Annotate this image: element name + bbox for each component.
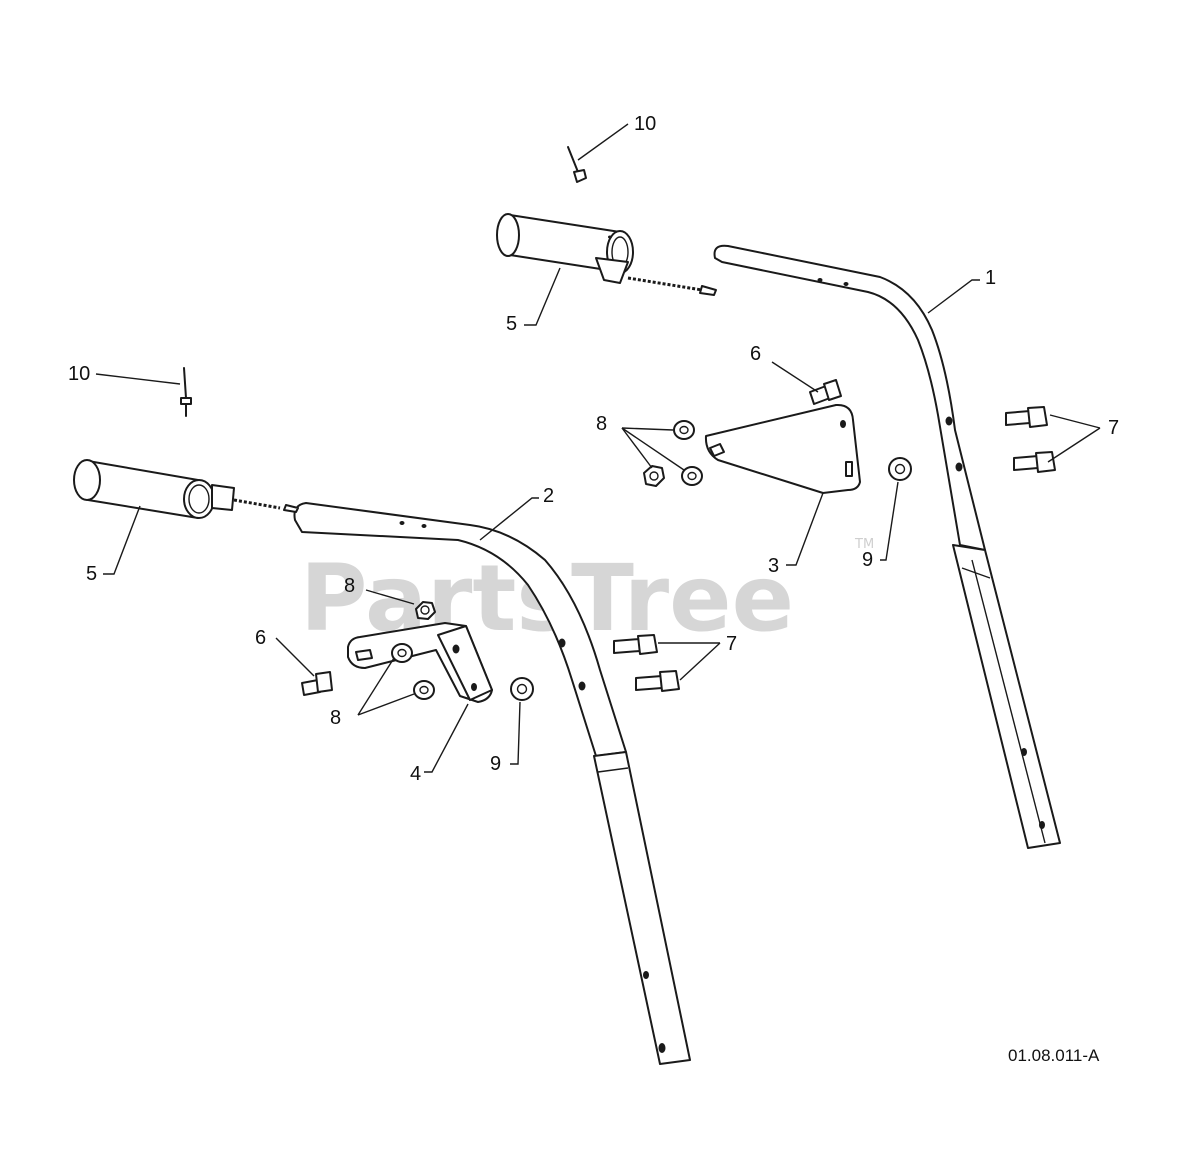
callout-8-lower-top: 8 [344, 575, 355, 597]
washer-upper-part-9[interactable] [888, 457, 912, 481]
rod-lower [233, 498, 281, 510]
rod-upper [627, 276, 703, 292]
rivet-lower-on-rod [283, 504, 299, 513]
callout-7-upper: 7 [1108, 417, 1119, 439]
bolt-lower-b-part-7[interactable] [635, 670, 680, 692]
nut-lower-part-8[interactable] [415, 601, 436, 620]
callout-6-lower: 6 [255, 627, 266, 649]
handle-left-part-2[interactable] [293, 502, 691, 1065]
leader-lines [95, 123, 1101, 773]
bolt-upper-b-part-7[interactable] [1013, 451, 1056, 473]
callout-8-upper: 8 [596, 413, 607, 435]
bolt-lower-a-part-7[interactable] [613, 634, 658, 655]
callout-5-upper: 5 [506, 313, 517, 335]
callout-9-lower: 9 [490, 753, 501, 775]
washer-lower-b-part-8[interactable] [413, 680, 435, 700]
rivet-upper-part-10[interactable] [567, 146, 587, 183]
callout-7-lower: 7 [726, 633, 737, 655]
drawing-number: 01.08.011-A [1008, 1046, 1100, 1065]
callout-1: 1 [985, 267, 996, 289]
rivet-lower-part-10[interactable] [180, 367, 192, 417]
bolt-upper-a-part-7[interactable] [1005, 406, 1048, 428]
callout-10-upper: 10 [634, 113, 656, 135]
bracket-part-4[interactable] [347, 622, 493, 703]
callout-10-lower: 10 [68, 363, 90, 385]
grip-upper-part-5[interactable] [496, 213, 634, 284]
bracket-part-3[interactable] [704, 403, 861, 494]
handle-right-part-1[interactable] [713, 244, 1061, 849]
callout-8-lower-bottom: 8 [330, 707, 341, 729]
callout-4: 4 [410, 763, 421, 785]
nut-upper-part-8[interactable] [643, 465, 665, 487]
bolt-lower-part-6[interactable] [301, 671, 333, 696]
rivet-upper-on-rod [699, 285, 717, 296]
callout-6-upper: 6 [750, 343, 761, 365]
watermark-trademark: TM [854, 537, 874, 552]
callout-2: 2 [543, 485, 554, 507]
washer-upper-a-part-8[interactable] [673, 420, 695, 440]
bolt-upper-part-6[interactable] [809, 379, 842, 405]
callout-labels: 1 2 3 4 5 5 6 6 7 7 8 8 8 9 9 10 10 [68, 113, 1119, 785]
callout-9-upper: 9 [862, 549, 873, 571]
callout-3: 3 [768, 555, 779, 577]
washer-lower-part-9[interactable] [510, 677, 534, 701]
washer-upper-b-part-8[interactable] [681, 466, 703, 486]
washer-lower-a-part-8[interactable] [391, 643, 413, 663]
callout-5-lower: 5 [86, 563, 97, 585]
grip-lower-part-5[interactable] [73, 459, 235, 519]
